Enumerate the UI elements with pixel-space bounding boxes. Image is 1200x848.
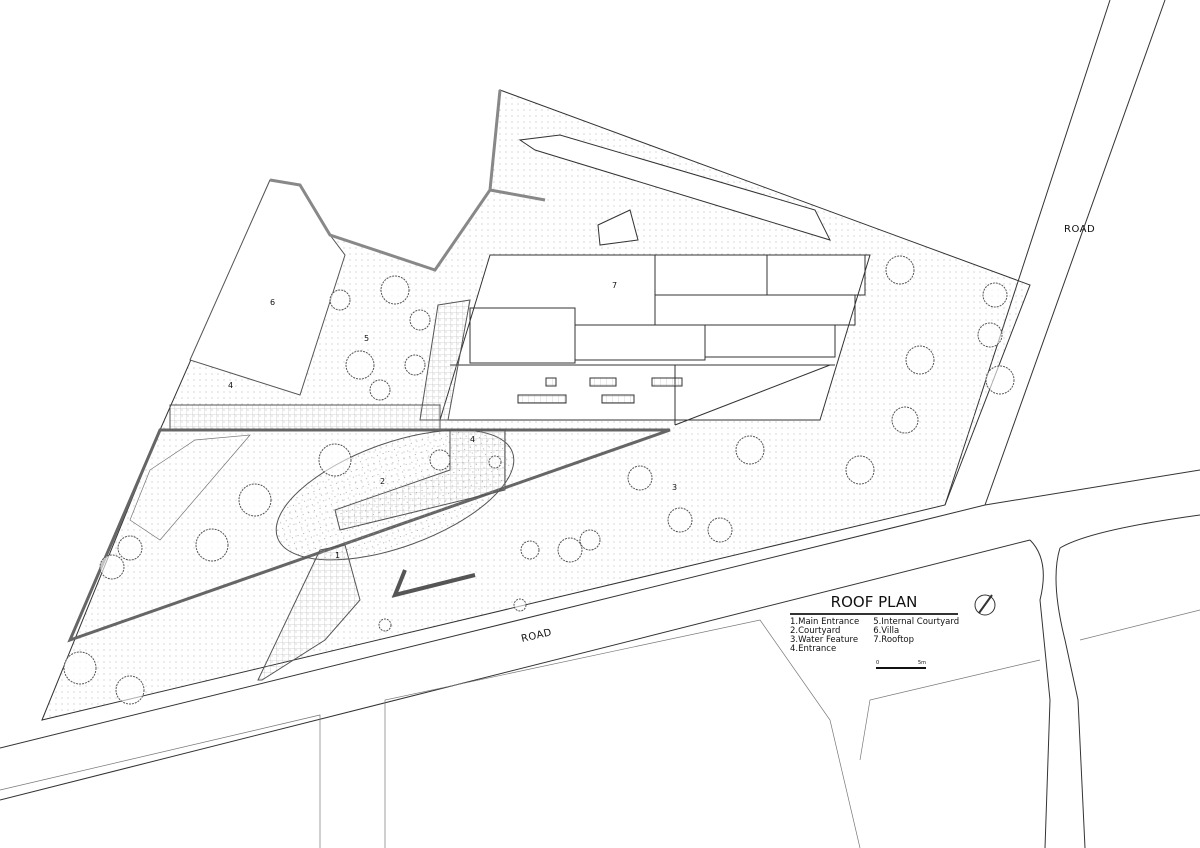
legend-item: 3.Water Feature <box>790 635 859 645</box>
legend-item: 1.Main Entrance <box>790 617 860 627</box>
tree-icon <box>513 598 527 612</box>
road-label-main: ROAD <box>520 627 553 645</box>
tree-icon <box>409 309 431 331</box>
tree-icon <box>977 322 1003 348</box>
tree-icon <box>117 535 143 561</box>
legend-item: 5.Internal Courtyard <box>873 617 960 627</box>
upper-wing <box>518 134 831 241</box>
water-feature <box>391 569 476 598</box>
tree-icon <box>115 675 145 705</box>
tree-icon <box>488 455 502 469</box>
label-rooftop: 7 <box>612 281 617 290</box>
tree-icon <box>627 465 653 491</box>
tree-icon <box>891 406 919 434</box>
tree-icon <box>238 483 272 517</box>
label-main-entrance: 1 <box>335 551 340 560</box>
trees <box>63 255 1015 705</box>
tree-icon <box>195 528 229 562</box>
tree-icon <box>380 275 410 305</box>
tree-icon <box>63 651 97 685</box>
road-label-side: ROAD <box>1064 224 1095 235</box>
legend-item: 7.Rooftop <box>873 635 914 645</box>
scale-bar: 0 5m <box>876 660 926 669</box>
legend-col-left: 1.Main Entrance 2.Courtyard 3.Water Feat… <box>790 618 859 654</box>
tree-icon <box>404 354 426 376</box>
legend-col-right: 5.Internal Courtyard 6.Villa 7.Rooftop <box>873 618 959 654</box>
label-villa: 6 <box>270 298 275 307</box>
tree-icon <box>318 443 352 477</box>
tree-icon <box>707 517 733 543</box>
rooftop-building <box>169 209 871 431</box>
entrance-path <box>334 429 506 531</box>
north-arrow-icon <box>974 594 996 616</box>
label-entrance: 4 <box>470 435 475 444</box>
scale-start: 0 <box>876 660 880 666</box>
legend-item: 6.Villa <box>873 626 900 636</box>
label-internal-courtyard: 5 <box>364 334 369 343</box>
tree-icon <box>345 350 375 380</box>
legend: ROOF PLAN 1.Main Entrance 2.Courtyard 3.… <box>790 593 960 654</box>
tree-icon <box>429 449 451 471</box>
tree-icon <box>667 507 693 533</box>
legend-item: 2.Courtyard <box>790 626 841 636</box>
tree-icon <box>735 435 765 465</box>
tree-icon <box>329 289 351 311</box>
tree-icon <box>579 529 601 551</box>
tree-icon <box>378 618 392 632</box>
tree-icon <box>845 455 875 485</box>
tree-icon <box>520 540 540 560</box>
label-courtyard: 2 <box>380 477 385 486</box>
label-entrance-2: 4 <box>228 381 233 390</box>
tree-icon <box>982 282 1008 308</box>
legend-item: 4.Entrance <box>790 644 837 654</box>
tree-icon <box>369 379 391 401</box>
tree-icon <box>985 365 1015 395</box>
tree-icon <box>905 345 935 375</box>
tree-icon <box>885 255 915 285</box>
tree-icon <box>557 537 583 563</box>
label-water-feature: 3 <box>672 483 677 492</box>
drawing-title: ROOF PLAN <box>790 593 958 615</box>
tree-icon <box>99 554 125 580</box>
scale-end: 5m <box>917 660 926 666</box>
main-entrance-path <box>257 544 361 681</box>
